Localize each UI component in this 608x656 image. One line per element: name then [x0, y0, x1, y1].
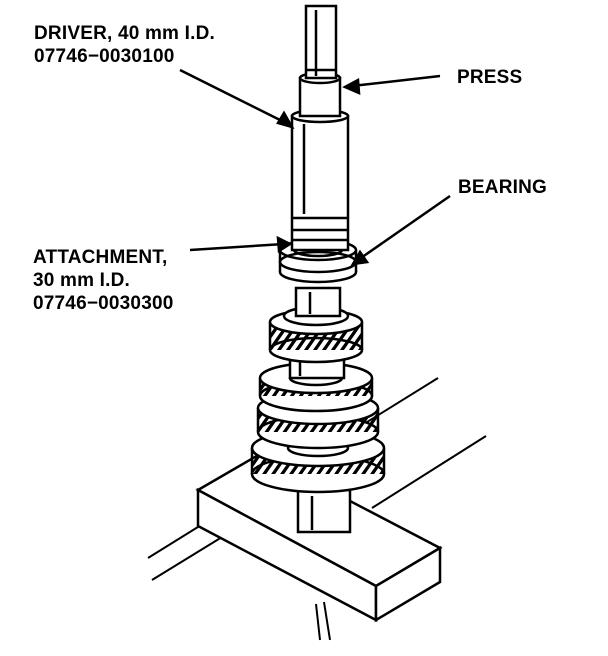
attachment-label-line2: 30 mm I.D.	[33, 270, 131, 291]
attachment-label: ATTACHMENT, 30 mm I.D. 07746−0030300	[33, 246, 174, 315]
press-label: PRESS	[457, 67, 523, 88]
attachment-arrowhead	[276, 235, 293, 254]
bearing-arrowhead	[350, 249, 370, 266]
driver-tool	[290, 4, 350, 252]
shaft-bottom	[296, 488, 352, 534]
driver-label-line1: DRIVER, 40 mm I.D.	[34, 23, 215, 44]
gear-cluster	[250, 286, 386, 494]
leader-lines	[179, 68, 451, 266]
driver-label: DRIVER, 40 mm I.D. 07746−0030100	[34, 22, 215, 68]
press-arrowhead	[342, 77, 361, 95]
driver-arrowhead	[276, 110, 295, 130]
driver-label-line2: 07746−0030100	[34, 46, 175, 67]
attachment-label-line3: 07746−0030300	[33, 293, 174, 314]
attachment-label-line1: ATTACHMENT,	[33, 247, 168, 268]
bearing-label: BEARING	[458, 177, 548, 198]
